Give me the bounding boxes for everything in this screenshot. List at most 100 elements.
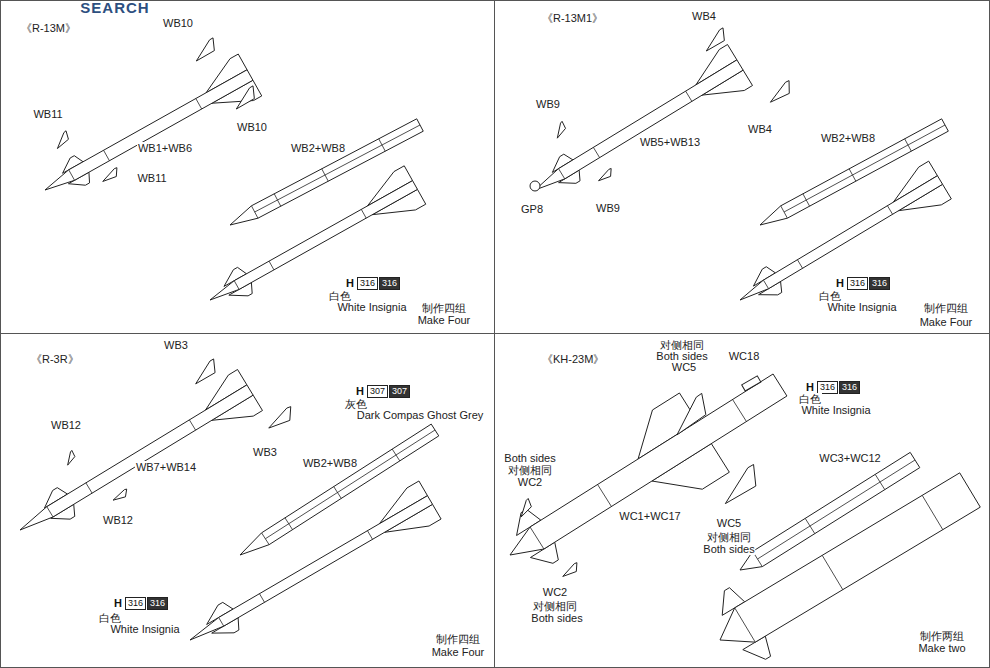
- missile-ring: [763, 280, 768, 289]
- missile-ring: [262, 533, 270, 545]
- part-number: WB5+WB13: [639, 136, 701, 148]
- quantity-note: Make Four: [431, 646, 486, 658]
- part-number: WC5: [716, 517, 742, 529]
- missile-ring: [361, 209, 366, 218]
- paint-code: 316: [379, 277, 400, 290]
- gp8-lens: [530, 181, 540, 191]
- missile-ring: [86, 483, 92, 493]
- paint-note: 对侧相同: [532, 600, 578, 612]
- paint-code: 307: [367, 385, 388, 398]
- paint-note: Both sides: [503, 452, 556, 464]
- loose-fin: [563, 563, 577, 577]
- loose-fin: [113, 489, 127, 500]
- loose-fin: [68, 450, 75, 465]
- quantity-note: 制作四组: [923, 302, 969, 314]
- missile-ring: [822, 555, 843, 589]
- loose-fin: [557, 121, 565, 138]
- part-number: WB11: [136, 172, 167, 184]
- wc18-part: [742, 376, 761, 391]
- missile-ring: [922, 495, 943, 529]
- loose-fin: [521, 498, 531, 516]
- paint-note: Dark Compas Ghost Grey: [356, 409, 485, 421]
- missile-ring: [269, 261, 274, 270]
- part-number: WC3+WC12: [818, 452, 881, 464]
- missile-body: [20, 385, 253, 530]
- paint-code: 316: [125, 597, 146, 610]
- paint-note: White Insignia: [109, 623, 180, 635]
- paint-brand: H: [806, 382, 816, 393]
- paint-note: White Insignia: [800, 404, 871, 416]
- missile-ring: [797, 260, 802, 269]
- part-number: WC5: [671, 361, 697, 373]
- loose-fin: [196, 359, 215, 384]
- part-number: WC2: [542, 586, 568, 598]
- missile-ring: [733, 399, 747, 421]
- part-number: WB3: [252, 446, 278, 458]
- missile-body: [720, 473, 980, 642]
- missile-ring: [234, 281, 239, 290]
- missile-body: [45, 70, 253, 190]
- missile-body: [535, 60, 743, 190]
- part-number: WB9: [535, 98, 561, 110]
- missile-ring: [104, 150, 110, 160]
- part-number: WB2+WB8: [302, 457, 358, 469]
- part-number: WB12: [102, 514, 134, 526]
- part-number: WB2+WB8: [820, 132, 876, 144]
- paint-note: 对侧相同: [706, 531, 752, 543]
- panel-frame: 《R-13M1》H316316: [494, 0, 990, 334]
- part-number: WB4: [747, 123, 773, 135]
- panel-frame: 《R-13M》 H316316: [0, 0, 495, 334]
- paint-brand: H: [114, 598, 124, 609]
- paint-code: 316: [357, 277, 378, 290]
- loose-fin: [103, 168, 117, 182]
- quantity-note: Make Four: [417, 314, 472, 326]
- part-number: WB7+WB14: [135, 461, 197, 473]
- loose-fin: [196, 38, 214, 61]
- missile-body: [760, 119, 948, 225]
- quantity-note: 制作两组: [919, 630, 965, 642]
- missile-body: [190, 496, 433, 640]
- part-number: WB10: [162, 17, 194, 29]
- loose-fin: [269, 407, 291, 428]
- paint-note: Both sides: [702, 543, 755, 555]
- missile-ring: [47, 507, 53, 517]
- missile-ring: [735, 608, 756, 642]
- quantity-note: 制作四组: [435, 633, 481, 645]
- loose-fin: [725, 464, 755, 503]
- missile-title: 《KH-23M》: [540, 352, 606, 367]
- quantity-note: Make two: [917, 642, 966, 654]
- missile-ring: [530, 527, 544, 549]
- quantity-note: Make Four: [919, 316, 974, 328]
- missile-ring: [367, 531, 372, 540]
- paint-code: 307: [389, 385, 410, 398]
- loose-fin: [236, 86, 254, 109]
- loose-fin: [57, 131, 68, 149]
- missile-ring: [598, 484, 612, 506]
- part-number: WB11: [32, 108, 63, 120]
- missile-title: 《R-13M》: [19, 21, 78, 36]
- missile-ring: [219, 617, 224, 626]
- missile-title: 《R-13M1》: [540, 11, 605, 26]
- missile-ring: [593, 147, 599, 157]
- color-chip: H316316: [346, 277, 400, 290]
- paint-note: White Insignia: [826, 301, 897, 313]
- part-number: WC18: [728, 350, 761, 362]
- missile-ring: [196, 99, 202, 109]
- paint-code: 316: [847, 277, 868, 290]
- missile-body: [740, 176, 943, 300]
- panel-frame: 《R-3R》 H 307307H316316: [0, 333, 495, 668]
- paint-code: 316: [869, 277, 890, 290]
- paint-note: White Insignia: [336, 301, 407, 313]
- missile-title: 《R-3R》: [29, 352, 81, 367]
- paint-code: 316: [839, 381, 860, 394]
- color-chip: H316316: [114, 597, 168, 610]
- missile-ring: [686, 91, 692, 101]
- color-chip: H316316: [836, 277, 890, 290]
- loose-fin: [770, 81, 789, 103]
- missile-ring: [559, 169, 565, 179]
- missile-ring: [259, 594, 264, 603]
- paint-brand: H: [836, 278, 846, 289]
